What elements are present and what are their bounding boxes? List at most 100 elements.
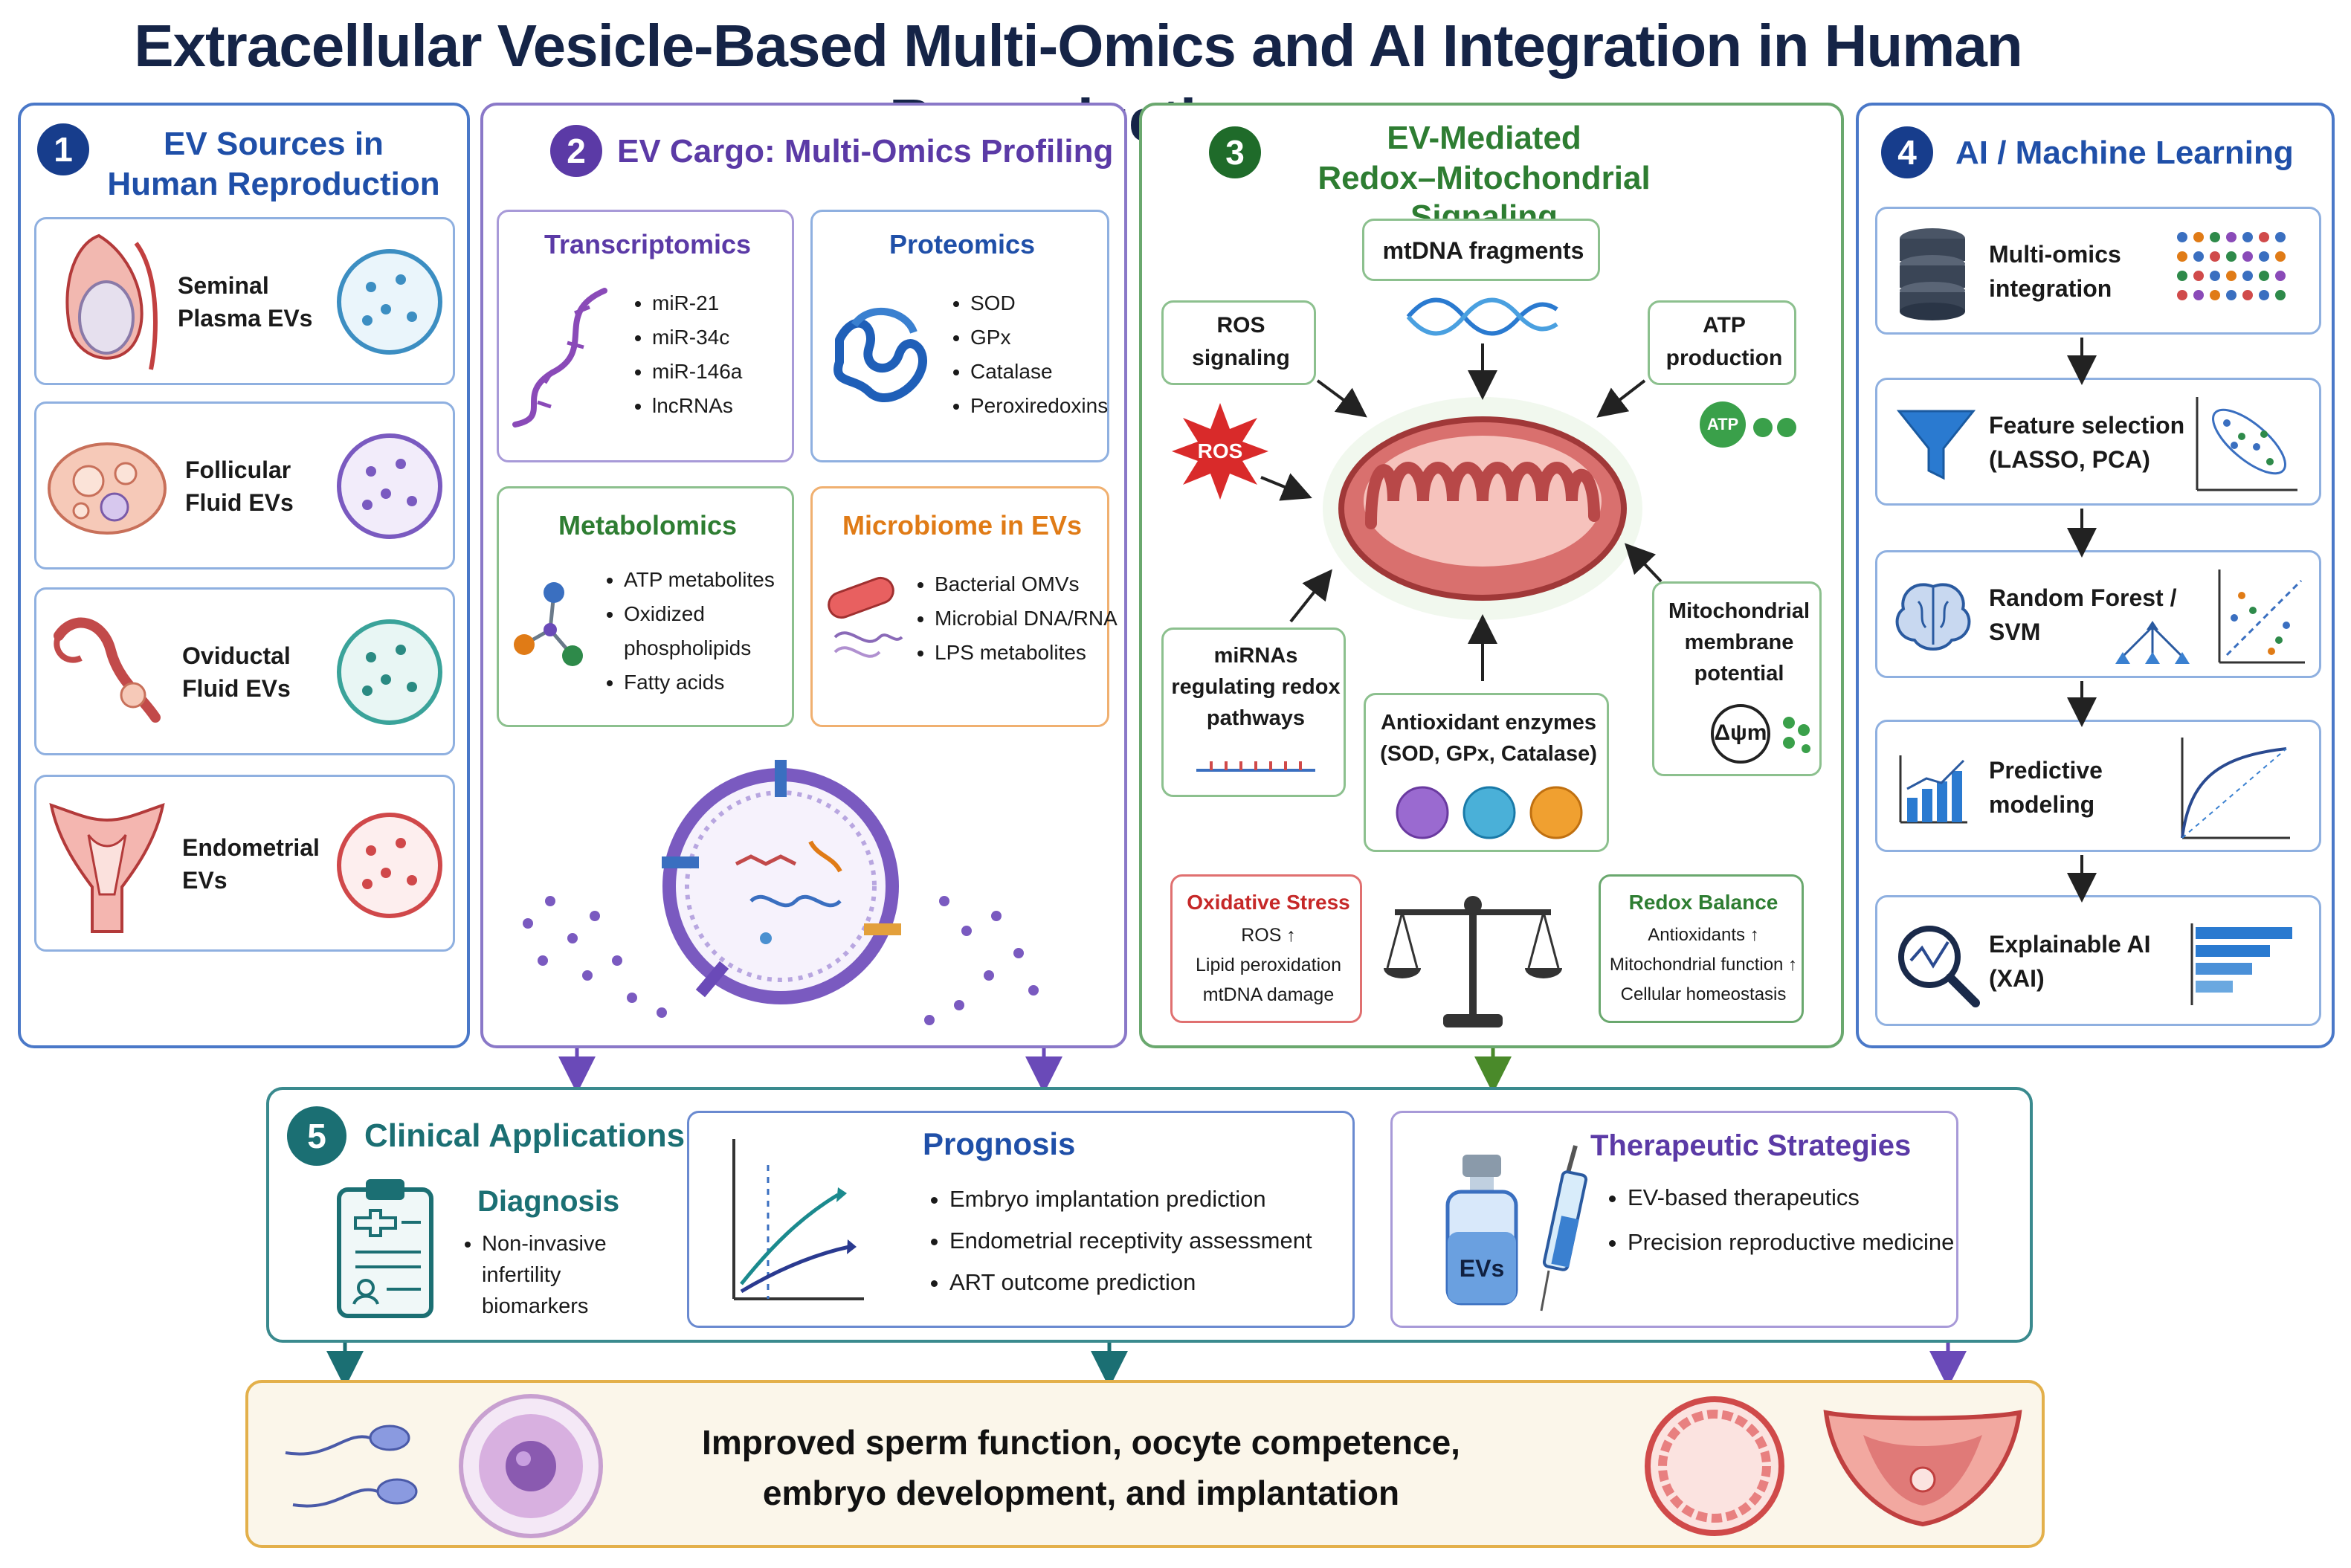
bacteria-icon xyxy=(828,576,903,658)
box-mirnas-redox: miRNAs regulating redox pathways xyxy=(1161,627,1346,797)
transcriptomics-item: miR-34c xyxy=(652,320,823,355)
panel3-title-line1: EV-Mediated xyxy=(1387,120,1581,156)
transcriptomics-list: miR-21 miR-34c miR-146a lncRNAs xyxy=(625,286,823,423)
atp-badge xyxy=(1700,401,1746,448)
balance-item: Antioxidants ↑ xyxy=(1648,925,1759,945)
clipboard-icon xyxy=(337,1179,433,1318)
panel-redox-signaling: 3 EV-Mediated Redox–Mitochondrial Signal… xyxy=(1139,103,1844,1048)
delta-psi-circle xyxy=(1711,704,1770,764)
ai-step-multiomics: Multi-omics integration xyxy=(1875,207,2321,335)
panel4-title: AI / Machine Learning xyxy=(1955,135,2294,171)
data-matrix-icon xyxy=(2177,232,2286,300)
panel1-title-line2: Human Reproduction xyxy=(107,166,440,202)
oviduct-illustration xyxy=(54,617,161,723)
ev-circle-icon xyxy=(337,813,442,918)
membrane-dots-icon xyxy=(1783,717,1810,753)
prognosis-list: Embryo implantation prediction Endometri… xyxy=(923,1178,1381,1303)
svm-scatter-icon xyxy=(2218,570,2305,664)
outcome-text-line2: embryo development, and implantation xyxy=(762,1474,1400,1512)
oxidative-item: ROS ↑ xyxy=(1241,925,1296,946)
proteomics-item: Catalase xyxy=(970,355,1138,389)
mirna-icon xyxy=(1196,761,1315,772)
atp-line1: ATP xyxy=(1703,313,1746,338)
ros-burst-icon xyxy=(1172,403,1268,500)
ev-circle-icon xyxy=(337,619,442,725)
diagnosis-item: Non-invasive infertility biomarkers xyxy=(482,1228,653,1322)
atp-line2: production xyxy=(1665,346,1783,370)
membrane-line1: Mitochondrial xyxy=(1668,599,1810,623)
metabolomics-item: ATP metabolites xyxy=(624,563,823,597)
proteomics-item: SOD xyxy=(970,286,1138,320)
uterus-illustration xyxy=(49,803,165,933)
source-card-follicular: Follicular Fluid EVs xyxy=(34,401,455,570)
proteomics-title: Proteomics xyxy=(889,229,1036,259)
ai-step-label: Predictive xyxy=(1989,757,2103,784)
ev-circle-icon xyxy=(337,433,442,539)
panel-number-2: 2 xyxy=(550,125,602,177)
source-label-endometrial-2: EVs xyxy=(182,867,228,894)
source-label-follicular-2: Fluid EVs xyxy=(185,489,294,516)
transcriptomics-title: Transcriptomics xyxy=(544,229,752,259)
prognosis-item: ART outcome prediction xyxy=(949,1262,1381,1303)
source-label-endometrial-1: Endometrial xyxy=(182,834,320,861)
metabolomics-title: Metabolomics xyxy=(558,510,738,541)
box-ros-signaling: ROS signaling xyxy=(1161,300,1316,385)
ai-step-label: integration xyxy=(1989,275,2112,302)
panel-number-4: 4 xyxy=(1881,126,1933,178)
mirnas-line2: regulating redox xyxy=(1171,675,1341,699)
ai-step-feature-selection: Feature selection (LASSO, PCA) xyxy=(1875,378,2321,506)
panel-ev-sources: 1 EV Sources in Human Reproduction Semin… xyxy=(18,103,470,1048)
ros-badge-label: ROS xyxy=(1197,439,1243,462)
ai-step-label: Feature selection xyxy=(1989,412,2185,439)
funnel-icon xyxy=(1896,410,1976,480)
extracellular-vesicle-illustration xyxy=(523,760,1039,1025)
membrane-line3: potential xyxy=(1694,662,1784,685)
balance-item: Mitochondrial function ↑ xyxy=(1609,955,1798,975)
ai-step-label: Multi-omics xyxy=(1989,241,2121,268)
endometrium-icon xyxy=(1823,1410,2022,1527)
microbiome-title: Microbiome in EVs xyxy=(842,510,1083,541)
proteomics-item: Peroxiredoxins xyxy=(970,389,1138,423)
feature-importance-icon xyxy=(2190,923,2292,1005)
oxidative-title: Oxidative Stress xyxy=(1187,891,1350,914)
panel-number-3: 3 xyxy=(1209,126,1261,178)
outcome-banner: Improved sperm function, oocyte competen… xyxy=(245,1380,2045,1548)
therapeutic-list: EV-based therapeutics Precision reproduc… xyxy=(1601,1180,1970,1260)
panel-number-1: 1 xyxy=(37,123,89,175)
balance-scale-icon xyxy=(1384,896,1562,1027)
metabolomics-list: ATP metabolites Oxidized phospholipids F… xyxy=(597,563,823,700)
balance-title: Redox Balance xyxy=(1628,891,1778,914)
testis-illustration xyxy=(65,233,158,370)
prognosis-item: Endometrial receptivity assessment xyxy=(949,1220,1381,1262)
microbiome-item: Microbial DNA/RNA xyxy=(935,601,1138,636)
source-card-endometrial: Endometrial EVs xyxy=(34,775,455,952)
card-prognosis: Prognosis Embryo implantation prediction… xyxy=(687,1111,1355,1328)
ai-step-random-forest: Random Forest / SVM xyxy=(1875,550,2321,678)
oocyte-icon xyxy=(459,1394,603,1538)
source-card-oviductal: Oviductal Fluid EVs xyxy=(34,587,455,755)
therapeutic-item: Precision reproductive medicine xyxy=(1628,1225,1970,1260)
rna-strand-icon xyxy=(512,288,607,428)
antioxidant-line1: Antioxidant enzymes xyxy=(1380,711,1597,735)
embryo-icon xyxy=(1645,1396,1784,1536)
card-therapeutic: EVs Therapeutic Strategies EV-based ther… xyxy=(1390,1111,1958,1328)
source-label-follicular-1: Follicular xyxy=(185,456,291,483)
dna-helix-icon xyxy=(1406,297,1558,336)
box-mtdna-fragments: mtDNA fragments xyxy=(1362,219,1600,281)
transcriptomics-item: miR-146a xyxy=(652,355,823,389)
prognosis-item: Embryo implantation prediction xyxy=(949,1178,1381,1220)
mirnas-line3: pathways xyxy=(1206,706,1306,730)
source-label-seminal-2: Plasma EVs xyxy=(178,305,313,332)
ovary-illustration xyxy=(48,442,167,535)
transcriptomics-item: miR-21 xyxy=(652,286,823,320)
panel-clinical-applications: 5 Clinical Applications Diagnosis Non-in… xyxy=(266,1087,2033,1343)
box-oxidative-stress: Oxidative Stress ROS ↑ Lipid peroxidatio… xyxy=(1170,874,1362,1023)
ai-step-explainable-ai: Explainable AI (XAI) xyxy=(1875,895,2321,1026)
vial-icon xyxy=(1445,1155,1518,1306)
source-label-oviductal-2: Fluid EVs xyxy=(182,675,291,702)
decision-tree-icon xyxy=(2115,621,2190,664)
source-card-seminal: Seminal Plasma EVs xyxy=(34,217,455,385)
diagnosis-list: Non-invasive infertility biomarkers xyxy=(455,1228,653,1322)
panel5-title: Clinical Applications xyxy=(364,1117,686,1154)
vial-label: EVs xyxy=(1459,1255,1505,1282)
